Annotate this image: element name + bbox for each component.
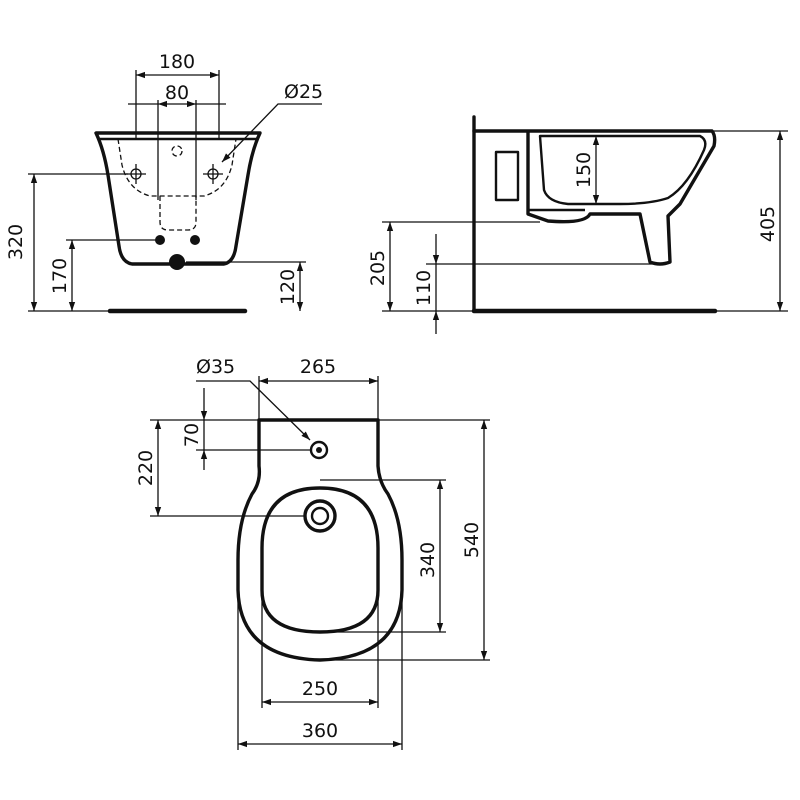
dim-label-170: 170 (49, 258, 71, 294)
front-view-hidden-bowl (117, 138, 237, 197)
front-view-supply-left (155, 235, 165, 245)
top-view-inner-bowl (260, 486, 380, 634)
dim-label-d35: Ø35 (196, 356, 235, 378)
front-view-fixing-hole-right (203, 164, 223, 184)
top-view: Ø35 265 540 70 220 340 250 360 (135, 356, 490, 750)
dim-label-180: 180 (159, 51, 195, 73)
dim-label-110: 110 (413, 270, 435, 306)
dim-label-d25: Ø25 (284, 81, 323, 103)
front-view: 180 80 Ø25 320 170 120 (5, 51, 323, 314)
dim-label-150: 150 (573, 152, 595, 188)
dim-label-265: 265 (300, 356, 336, 378)
dim-label-205: 205 (367, 250, 389, 286)
side-view-frame-block (494, 150, 520, 202)
side-view-bowl-outline (472, 129, 717, 266)
dim-label-360: 360 (302, 720, 338, 742)
side-view: 150 405 205 110 (367, 115, 788, 334)
front-view-fixing-hole-left (126, 164, 146, 184)
front-view-hidden-drain (159, 196, 197, 231)
dim-label-70: 70 (181, 423, 203, 447)
leader-d35 (196, 380, 311, 441)
top-view-tap-hole-center (316, 447, 322, 453)
front-view-bowl-outline (94, 131, 262, 266)
dim-label-540: 540 (461, 522, 483, 558)
dim-label-405: 405 (757, 206, 779, 242)
leader-d25 (221, 103, 322, 163)
top-view-drain-inner (310, 506, 330, 526)
front-view-supply-right (190, 235, 200, 245)
dim-label-220: 220 (135, 450, 157, 486)
front-view-tap-hole (171, 145, 183, 157)
dim-label-120: 120 (277, 269, 299, 305)
top-view-drain (303, 499, 337, 533)
front-view-waste-outlet (169, 254, 185, 270)
dim-label-250: 250 (302, 678, 338, 700)
dim-label-320: 320 (5, 224, 27, 260)
dim-label-340: 340 (417, 542, 439, 578)
dim-label-80: 80 (165, 82, 189, 104)
side-view-inner-bowl (538, 134, 707, 206)
